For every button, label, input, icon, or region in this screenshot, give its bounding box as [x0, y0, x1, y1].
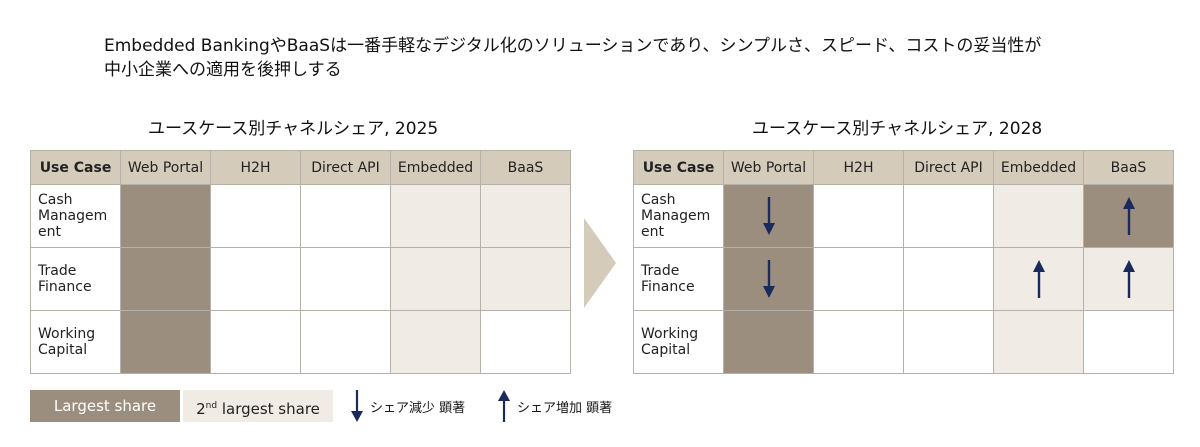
legend-up-label: シェア増加 顕著: [517, 400, 613, 416]
share-cell: [993, 310, 1084, 374]
share-cell: [300, 310, 391, 374]
share-cell: [390, 310, 481, 374]
share-cell: [903, 247, 994, 311]
row-label-line: ent: [38, 224, 61, 240]
arrow-up-icon: [1122, 260, 1135, 298]
row-label-line: Managem: [641, 208, 711, 224]
legend-share-increase: シェア増加 顕著: [497, 389, 612, 423]
row-label-line: Working: [38, 326, 96, 342]
share-cell: [210, 247, 301, 311]
legend-second-suffix: largest share: [217, 400, 320, 418]
share-cell: [390, 184, 481, 248]
column-header-5: BaaS: [1083, 150, 1174, 185]
column-header-2: H2H: [210, 150, 301, 185]
headline: Embedded BankingやBaaSは一番手軽なデジタル化のソリューション…: [104, 34, 1104, 82]
chevron-right-icon: [584, 218, 616, 308]
row-label-line: Cash: [641, 192, 676, 208]
share-cell: [390, 247, 481, 311]
share-cell: [723, 310, 814, 374]
legend-down-label: シェア減少 顕著: [370, 400, 466, 416]
share-cell: [993, 247, 1084, 311]
share-cell: [120, 247, 211, 311]
legend-largest-share: Largest share: [30, 390, 180, 422]
legend-second-sup: nd: [205, 401, 218, 411]
column-header-use-case: Use Case: [633, 150, 724, 185]
legend-largest-label: Largest share: [53, 397, 157, 415]
row-label-line: Capital: [641, 342, 691, 358]
arrow-up-icon: [1032, 260, 1045, 298]
legend-second-largest-share: 2nd largest share: [183, 390, 333, 422]
column-header-1: Web Portal: [723, 150, 814, 185]
share-cell: [813, 247, 904, 311]
row-label-line: Trade: [38, 263, 77, 279]
row-label-line: Finance: [641, 279, 695, 295]
panel-title-2028: ユースケース別チャネルシェア, 2028: [752, 119, 1043, 139]
arrow-down-icon: [351, 390, 363, 422]
share-cell: [300, 184, 391, 248]
share-cell: [300, 247, 391, 311]
share-cell: [903, 184, 994, 248]
row-label-line: ent: [641, 224, 664, 240]
arrow-down-icon: [762, 260, 775, 298]
share-cell: [993, 184, 1084, 248]
share-cell: [1083, 310, 1174, 374]
column-header-2: H2H: [813, 150, 904, 185]
column-header-4: Embedded: [993, 150, 1084, 185]
row-label-line: Finance: [38, 279, 92, 295]
row-label-line: Cash: [38, 192, 73, 208]
legend-second-prefix: 2: [196, 400, 206, 418]
headline-line-2: 中小企業への適用を後押しする: [104, 60, 342, 80]
row-label-line: Managem: [38, 208, 108, 224]
column-header-5: BaaS: [480, 150, 571, 185]
column-header-3: Direct API: [300, 150, 391, 185]
share-cell: [723, 247, 814, 311]
headline-line-1: Embedded BankingやBaaSは一番手軽なデジタル化のソリューション…: [104, 36, 1042, 56]
column-header-use-case: Use Case: [30, 150, 121, 185]
legend-share-decrease: シェア減少 顕著: [350, 389, 465, 423]
share-cell: [480, 247, 571, 311]
arrow-up-icon: [1122, 197, 1135, 235]
column-header-4: Embedded: [390, 150, 481, 185]
share-cell: [723, 184, 814, 248]
share-cell: [813, 184, 904, 248]
column-header-3: Direct API: [903, 150, 994, 185]
share-cell: [210, 184, 301, 248]
share-cell: [813, 310, 904, 374]
share-cell: [1083, 247, 1174, 311]
share-cell: [1083, 184, 1174, 248]
share-cell: [120, 184, 211, 248]
panel-title-2025: ユースケース別チャネルシェア, 2025: [148, 119, 439, 139]
row-label-line: Trade: [641, 263, 680, 279]
column-header-1: Web Portal: [120, 150, 211, 185]
arrow-down-icon: [762, 197, 775, 235]
row-label-line: Capital: [38, 342, 88, 358]
row-label-line: Working: [641, 326, 699, 342]
share-cell: [903, 310, 994, 374]
share-cell: [120, 310, 211, 374]
arrow-up-icon: [498, 390, 510, 422]
share-cell: [210, 310, 301, 374]
share-cell: [480, 310, 571, 374]
share-cell: [480, 184, 571, 248]
